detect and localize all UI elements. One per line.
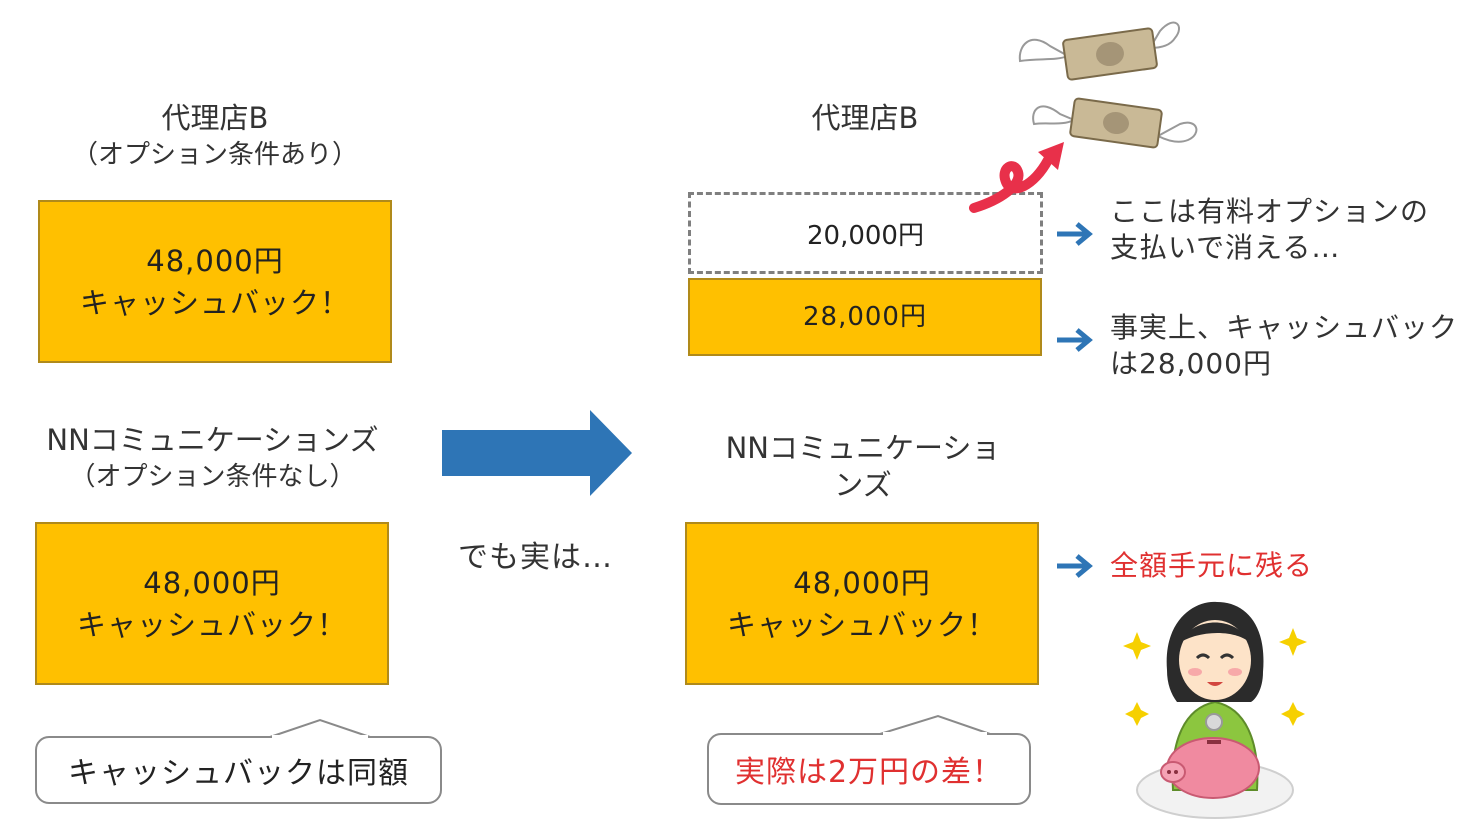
kept-note-line2: は28,000円 (1110, 347, 1272, 380)
right-agency-b-kept-amount: 28,000円 (803, 302, 927, 332)
right-nn-amount: 48,000円 (793, 565, 931, 600)
right-nn-title: NNコミュニケーショ ンズ (688, 430, 1038, 504)
kept-note-arrow-icon (1057, 328, 1093, 352)
full-amount-arrow-icon (1057, 554, 1093, 578)
lost-note-line2: 支払いで消える… (1110, 231, 1341, 264)
left-nn-amount: 48,000円 (143, 565, 281, 600)
left-nn-title: NNコミュニケーションズ （オプション条件なし） (0, 422, 425, 496)
curly-up-arrow-icon (969, 142, 1064, 213)
right-nn-name-line1: NNコミュニケーショ (725, 431, 1001, 465)
middle-caption: でも実は… (458, 540, 613, 575)
left-callout-text: キャッシュバックは同額 (68, 756, 409, 791)
left-agency-b-cashback-label: キャッシュバック！ (79, 285, 350, 320)
right-agency-b-lost-amount: 20,000円 (807, 220, 924, 251)
left-nn-cashback-label: キャッシュバック！ (76, 607, 347, 642)
right-callout: 実際は2万円の差！ (707, 733, 1031, 805)
flying-money-icon (1018, 21, 1198, 149)
left-agency-b-cashback-box: 48,000円 キャッシュバック！ (38, 200, 392, 363)
right-nn-cashback-label: キャッシュバック！ (726, 607, 997, 642)
right-agency-b-name: 代理店B (811, 101, 919, 135)
right-nn-name-line2: ンズ (834, 468, 892, 502)
left-nn-condition: （オプション条件なし） (69, 462, 356, 492)
left-nn-cashback-box: 48,000円 キャッシュバック！ (35, 522, 389, 685)
big-right-arrow-icon (442, 410, 632, 496)
left-agency-b-name: 代理店B (161, 101, 269, 135)
lost-note-arrow-icon (1057, 222, 1093, 246)
right-nn-note: 全額手元に残る (1110, 549, 1314, 582)
woman-piggy-bank-icon (1123, 601, 1307, 819)
left-nn-name: NNコミュニケーションズ (46, 423, 379, 457)
kept-note-line1: 事実上、キャッシュバック (1110, 311, 1459, 344)
right-agency-b-lost-note: ここは有料オプションの 支払いで消える… (1110, 194, 1470, 266)
right-agency-b-kept-box: 28,000円 (688, 278, 1042, 356)
left-agency-b-condition: （オプション条件あり） (71, 140, 358, 170)
right-nn-cashback-box: 48,000円 キャッシュバック！ (685, 522, 1039, 685)
left-agency-b-title: 代理店B （オプション条件あり） (40, 100, 390, 174)
right-agency-b-kept-note: 事実上、キャッシュバック は28,000円 (1110, 310, 1480, 382)
left-callout: キャッシュバックは同額 (35, 736, 442, 804)
left-agency-b-amount: 48,000円 (146, 243, 284, 278)
lost-note-line1: ここは有料オプションの (1110, 195, 1430, 228)
right-callout-text: 実際は2万円の差！ (734, 755, 1004, 790)
